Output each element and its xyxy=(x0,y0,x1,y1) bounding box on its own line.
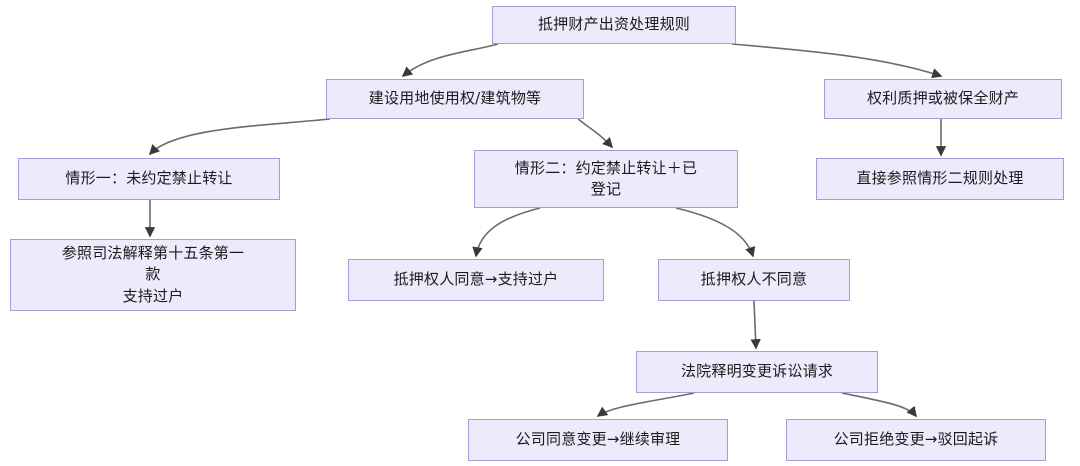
node-company-refuse[interactable]: 公司拒绝变更→驳回起诉 xyxy=(786,419,1046,461)
edge-land-use-to-case-two xyxy=(577,118,614,149)
node-company-agree[interactable]: 公司同意变更→继续审理 xyxy=(468,419,728,461)
node-court-clarify[interactable]: 法院释明变更诉讼请求 xyxy=(636,351,878,393)
edge-root-to-pledge-preserved xyxy=(731,43,943,79)
node-case-two[interactable]: 情形二：约定禁止转让＋已 登记 xyxy=(474,150,738,208)
edge-court-clarify-to-company-agree xyxy=(596,392,695,417)
edge-case-two-to-mortgagee-agree xyxy=(472,207,541,258)
edge-land-use-to-case-one xyxy=(148,118,331,156)
node-apply-case-two[interactable]: 直接参照情形二规则处理 xyxy=(816,158,1064,200)
node-land-use[interactable]: 建设用地使用权/建筑物等 xyxy=(326,79,584,119)
node-case-one[interactable]: 情形一：未约定禁止转让 xyxy=(18,158,280,200)
node-mortgagee-disagree[interactable]: 抵押权人不同意 xyxy=(658,259,850,301)
node-root[interactable]: 抵押财产出资处理规则 xyxy=(492,6,736,44)
edge-case-two-to-mortgagee-disagree xyxy=(675,207,756,258)
edge-root-to-land-use xyxy=(401,43,499,77)
edge-court-clarify-to-company-refuse xyxy=(841,392,917,418)
node-pledge-preserved[interactable]: 权利质押或被保全财产 xyxy=(824,79,1062,119)
edge-mortgagee-disagree-to-court-clarify xyxy=(750,300,761,350)
node-mortgagee-agree[interactable]: 抵押权人同意→支持过户 xyxy=(348,259,604,301)
node-judicial-interpretation[interactable]: 参照司法解释第十五条第一 款 支持过户 xyxy=(10,239,296,311)
